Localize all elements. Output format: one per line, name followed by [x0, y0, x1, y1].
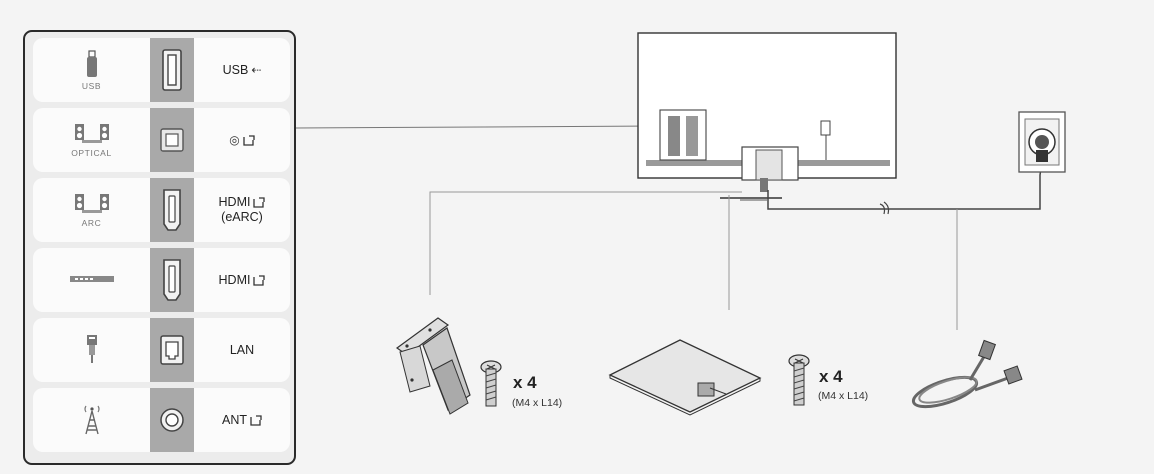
- port-row-optical: OPTICAL ◎: [33, 108, 290, 172]
- device-label: USB: [81, 80, 102, 91]
- optical-port-icon: [160, 128, 184, 152]
- screw-size: (M4 x L14): [512, 397, 563, 409]
- set-top-box-icon: [69, 275, 114, 282]
- power-cable-line: [767, 167, 1042, 210]
- input-symbol-icon: [250, 414, 262, 426]
- connector-label: HDMI: [218, 272, 251, 287]
- port-row-ant: ANT: [33, 388, 290, 452]
- stand-neck-icon: [395, 317, 471, 415]
- stand-base-icon: [608, 339, 762, 416]
- screw-quantity: x 4: [819, 367, 843, 386]
- connector-label: USB: [222, 62, 249, 77]
- screw-icon: [788, 354, 810, 406]
- leader-line-neck: [429, 191, 742, 295]
- input-symbol-icon: [253, 274, 266, 286]
- power-cord-icon: [911, 339, 1023, 409]
- usb-stick-icon: [86, 49, 97, 77]
- wall-socket-icon: [1018, 111, 1066, 173]
- leader-line-ports: [295, 125, 661, 129]
- screw-size: (M4 x L14): [818, 390, 869, 402]
- hdmi-port-icon: [163, 189, 181, 231]
- usb-symbol-icon: ⇠: [251, 62, 262, 77]
- screw-quantity: x 4: [513, 373, 537, 392]
- port-row-usb: USB USB ⇠: [33, 38, 290, 102]
- tv-back: [637, 32, 897, 201]
- lan-port-icon: [160, 335, 184, 365]
- device-label: ARC: [81, 217, 102, 228]
- speakers-icon: [74, 123, 109, 143]
- connector-label: HDMI: [218, 195, 251, 209]
- antenna-tower-icon: [83, 405, 100, 434]
- usb-port-icon: [162, 49, 182, 91]
- port-row-hdmi: HDMI: [33, 248, 290, 312]
- port-row-hdmi-earc: ARC HDMI (eARC): [33, 178, 290, 242]
- lan-cable-icon: [86, 334, 97, 363]
- connector-sub-label: (eARC): [221, 210, 263, 224]
- hdmi-port-icon: [163, 259, 181, 301]
- optical-symbol-icon: ◎: [229, 132, 240, 147]
- connector-label: LAN: [229, 342, 255, 357]
- port-panel: USB USB ⇠: [23, 30, 296, 465]
- speakers-icon: [74, 193, 109, 213]
- port-row-lan: LAN: [33, 318, 290, 382]
- screw-icon: [480, 360, 502, 407]
- ant-port-icon: [160, 408, 184, 432]
- connector-label: ANT: [222, 412, 247, 427]
- input-symbol-icon: [243, 134, 255, 146]
- device-label: OPTICAL: [71, 147, 112, 158]
- input-symbol-icon: [253, 197, 266, 208]
